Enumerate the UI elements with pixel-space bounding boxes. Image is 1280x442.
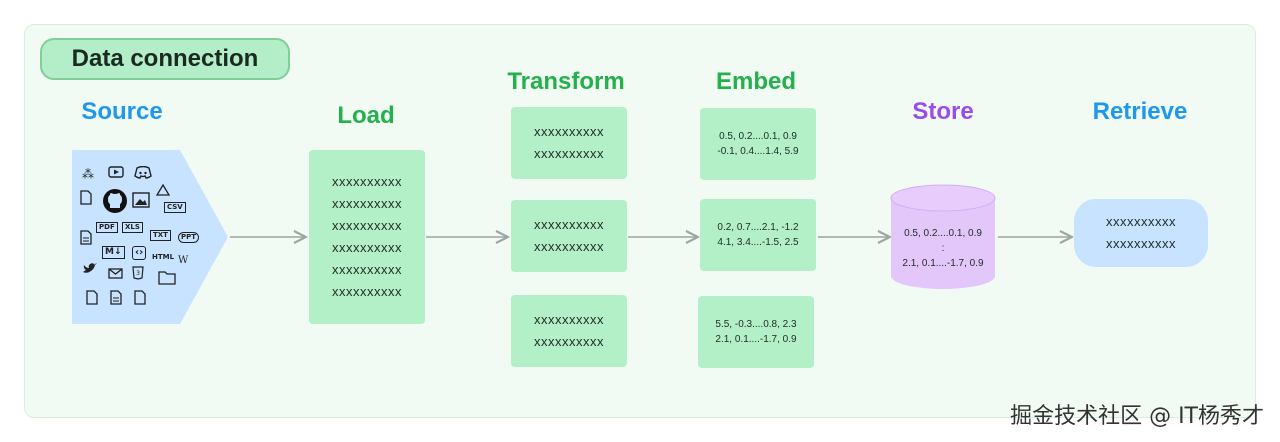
store-ellipsis: : — [941, 243, 945, 254]
ppt-icon: PPT — [178, 232, 200, 243]
css-icon: 3 — [132, 266, 144, 282]
doc-icon — [80, 230, 92, 247]
watermark: 掘金技术社区 @ IT杨秀才 — [1010, 404, 1264, 429]
retrieve-line: xxxxxxxxxx — [1106, 214, 1176, 229]
stage-label-embed: Embed — [715, 68, 796, 95]
html-icon: HTML — [152, 253, 175, 261]
stage-label-retrieve: Retrieve — [1092, 98, 1188, 125]
code-icon: ‹› — [132, 246, 147, 260]
twitter-icon — [82, 262, 98, 277]
github-icon — [102, 188, 128, 216]
load-line: xxxxxxxxxx — [332, 196, 402, 211]
load-document-box: xxxxxxxxxx xxxxxxxxxx xxxxxxxxxx xxxxxxx… — [309, 150, 425, 324]
svg-text:3: 3 — [136, 270, 140, 277]
txt-icon: TXT — [150, 230, 171, 241]
chunk-line: xxxxxxxxxx — [534, 239, 604, 254]
vector-line: 0.5, 0.2....0.1, 0.9 — [719, 131, 797, 142]
xls-icon: XLS — [122, 222, 143, 233]
file-icon — [86, 290, 98, 307]
image-icon — [132, 192, 150, 210]
csv-icon: CSV — [164, 202, 186, 213]
vector-line: 2.1, 0.1....-1.7, 0.9 — [715, 334, 797, 345]
markdown-icon: M↓ — [102, 246, 125, 259]
store-vector-line: 2.1, 0.1....-1.7, 0.9 — [902, 258, 984, 269]
chunk-line: xxxxxxxxxx — [534, 312, 604, 327]
stage-label-transform: Transform — [507, 68, 625, 95]
chunk-line: xxxxxxxxxx — [534, 124, 604, 139]
drive-icon — [155, 183, 171, 198]
retrieve-line: xxxxxxxxxx — [1106, 236, 1176, 251]
chunk-line: xxxxxxxxxx — [534, 334, 604, 349]
source-sources-panel: ⁂ CSV PDF XLS TXT PPT M↓ ‹› HTML W 3 — [72, 150, 228, 324]
stage-label-load: Load — [337, 102, 395, 129]
load-line: xxxxxxxxxx — [332, 174, 402, 189]
vector-line: -0.1, 0.4....1.4, 5.9 — [717, 146, 799, 157]
transform-chunk-box: xxxxxxxxxx xxxxxxxxxx — [511, 295, 627, 367]
pdf-icon: PDF — [96, 222, 118, 233]
vector-line: 5.5, -0.3....0.8, 2.3 — [715, 319, 797, 330]
youtube-icon — [108, 166, 124, 180]
vector-store-cylinder: 0.5, 0.2....0.1, 0.9 : 2.1, 0.1....-1.7,… — [890, 184, 996, 290]
chunk-line: xxxxxxxxxx — [534, 217, 604, 232]
retrieve-result-box: xxxxxxxxxx xxxxxxxxxx — [1074, 199, 1208, 267]
email-icon — [108, 268, 123, 281]
embedding-vector-box: 0.2, 0.7....2.1, -1.2 4.1, 3.4....-1.5, … — [700, 199, 816, 271]
discord-icon — [134, 165, 152, 181]
load-line: xxxxxxxxxx — [332, 240, 402, 255]
vector-line: 4.1, 3.4....-1.5, 2.5 — [717, 237, 799, 248]
doc-icon — [110, 290, 122, 307]
file-icon — [134, 290, 146, 307]
embedding-vector-box: 5.5, -0.3....0.8, 2.3 2.1, 0.1....-1.7, … — [698, 296, 814, 368]
wikipedia-icon: W — [178, 255, 189, 266]
stage-label-source: Source — [81, 98, 163, 125]
load-line: xxxxxxxxxx — [332, 262, 402, 277]
transform-chunk-box: xxxxxxxxxx xxxxxxxxxx — [511, 107, 627, 179]
stage-label-store: Store — [912, 98, 974, 125]
title-pill: Data connection — [40, 38, 290, 80]
folder-icon — [158, 270, 176, 287]
load-line: xxxxxxxxxx — [332, 284, 402, 299]
slack-icon: ⁂ — [82, 167, 94, 181]
store-vector-line: 0.5, 0.2....0.1, 0.9 — [904, 228, 982, 239]
file-icon — [80, 190, 92, 207]
load-line: xxxxxxxxxx — [332, 218, 402, 233]
transform-chunk-box: xxxxxxxxxx xxxxxxxxxx — [511, 200, 627, 272]
embedding-vector-box: 0.5, 0.2....0.1, 0.9 -0.1, 0.4....1.4, 5… — [700, 108, 816, 180]
chunk-line: xxxxxxxxxx — [534, 146, 604, 161]
data-connection-panel — [24, 24, 1256, 418]
vector-line: 0.2, 0.7....2.1, -1.2 — [717, 222, 799, 233]
